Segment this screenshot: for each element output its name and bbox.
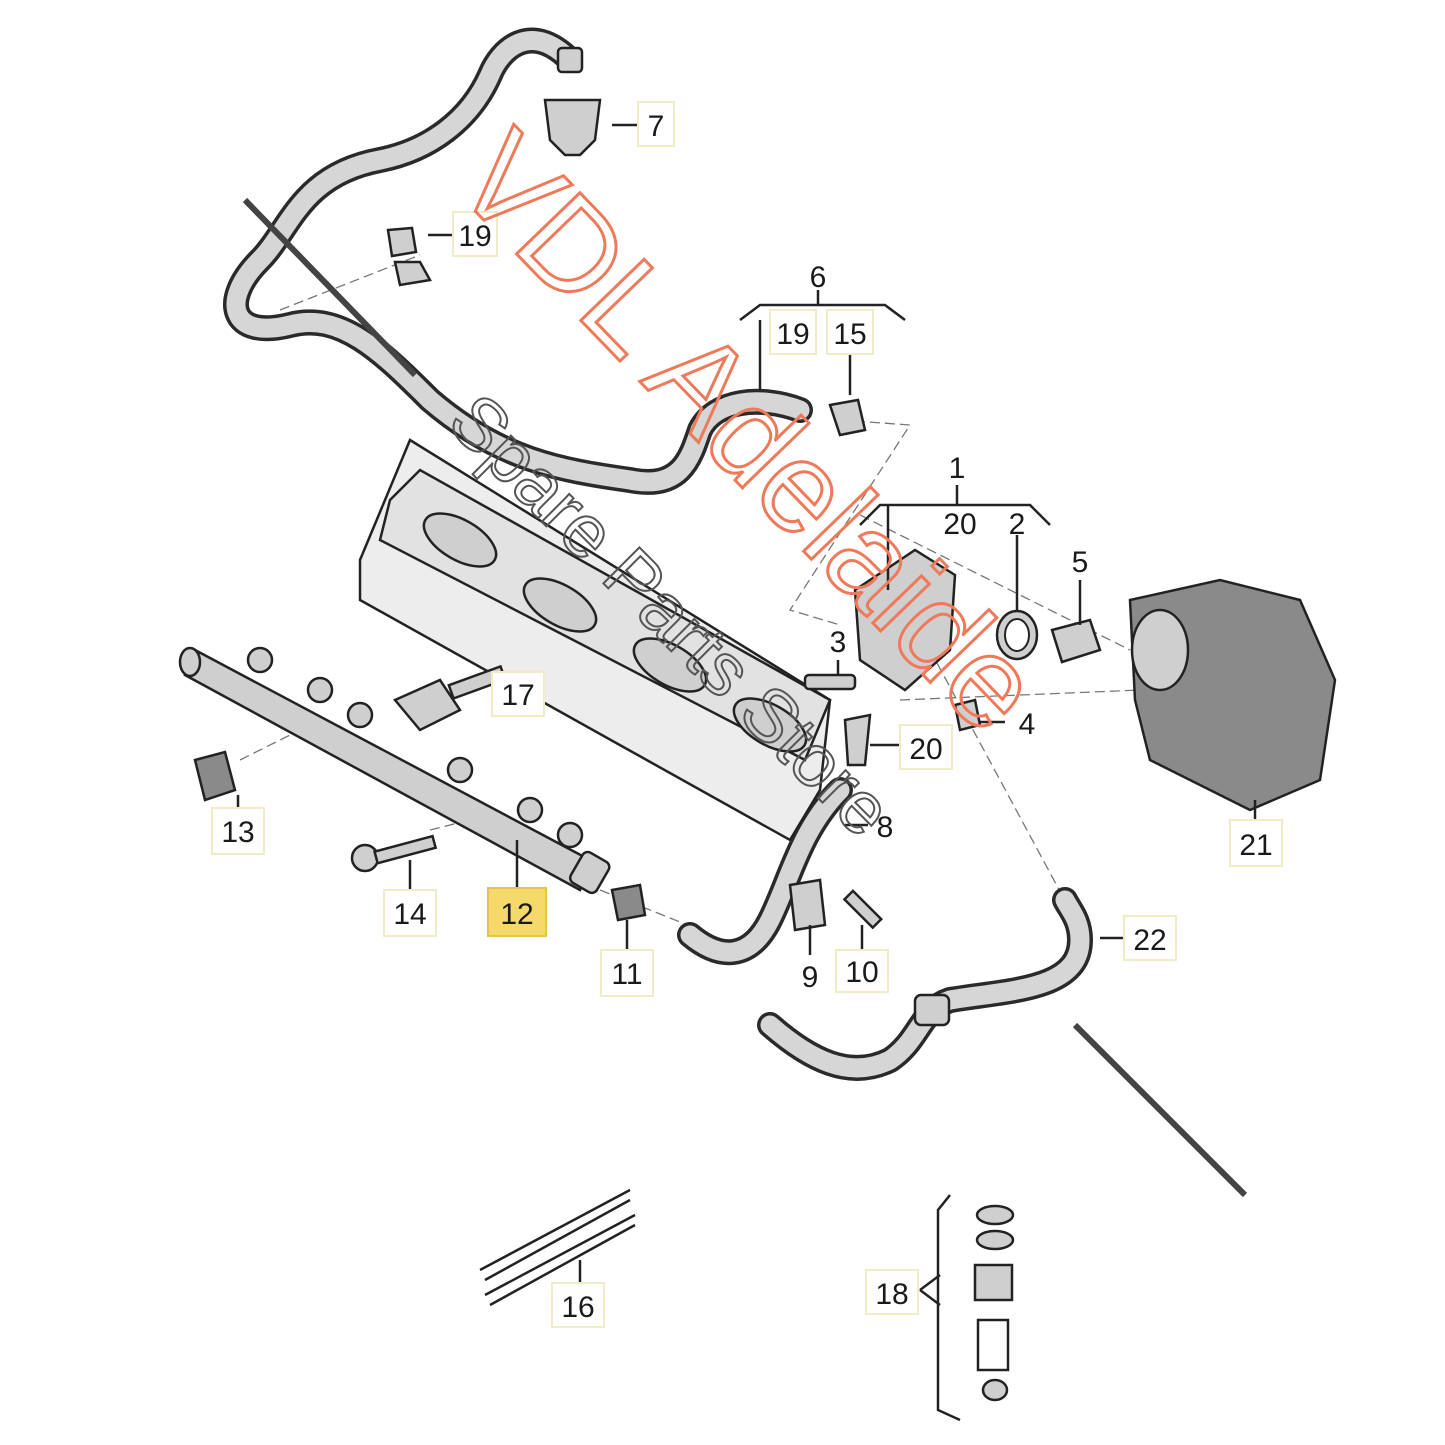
svg-text:17: 17: [501, 679, 534, 712]
svg-text:1: 1: [949, 452, 966, 485]
callout-15[interactable]: 15: [826, 309, 874, 355]
svg-text:20: 20: [943, 508, 976, 541]
callout-6[interactable]: 6: [810, 261, 827, 294]
callout-19-kit[interactable]: 19: [769, 309, 817, 355]
svg-text:19: 19: [776, 318, 809, 351]
svg-text:12: 12: [500, 898, 533, 931]
callout-8[interactable]: 8: [877, 811, 894, 844]
svg-text:14: 14: [393, 898, 426, 931]
svg-text:8: 8: [877, 811, 894, 844]
cable-ties: [479, 1188, 636, 1307]
svg-text:21: 21: [1239, 829, 1272, 862]
svg-text:18: 18: [875, 1278, 908, 1311]
cylinder-head: [358, 438, 832, 842]
svg-text:11: 11: [611, 958, 642, 991]
hose-22: [757, 887, 1093, 1081]
callout-1[interactable]: 1: [949, 452, 966, 485]
callout-20-kit[interactable]: 20: [943, 508, 976, 541]
svg-text:5: 5: [1072, 546, 1089, 579]
callout-17[interactable]: 17: [491, 671, 545, 717]
kit-18: [919, 1194, 1015, 1422]
svg-text:13: 13: [221, 816, 254, 849]
callout-3[interactable]: 3: [830, 626, 847, 659]
callout-19[interactable]: 19: [452, 211, 498, 257]
svg-text:15: 15: [833, 318, 866, 351]
callout-2[interactable]: 2: [1009, 508, 1026, 541]
svg-text:9: 9: [802, 961, 819, 994]
callout-11[interactable]: 11: [600, 949, 654, 997]
callout-18[interactable]: 18: [865, 1269, 919, 1315]
svg-text:22: 22: [1133, 924, 1166, 957]
hose-upper: [223, 27, 813, 495]
callout-7[interactable]: 7: [637, 101, 675, 147]
callout-21[interactable]: 21: [1229, 819, 1283, 867]
callout-20[interactable]: 20: [899, 724, 953, 770]
svg-text:3: 3: [830, 626, 847, 659]
svg-text:19: 19: [458, 220, 491, 253]
svg-text:7: 7: [648, 110, 665, 143]
svg-text:2: 2: [1009, 508, 1026, 541]
hose-8: [677, 777, 853, 966]
svg-text:20: 20: [909, 733, 942, 766]
callout-16[interactable]: 16: [551, 1282, 605, 1328]
callout-22[interactable]: 22: [1123, 915, 1177, 961]
fuel-rail: [178, 646, 611, 895]
callout-14[interactable]: 14: [383, 889, 437, 937]
callout-4[interactable]: 4: [1019, 708, 1036, 741]
svg-text:4: 4: [1019, 708, 1036, 741]
callout-5[interactable]: 5: [1072, 546, 1089, 579]
svg-text:6: 6: [810, 261, 827, 294]
svg-text:10: 10: [845, 956, 878, 989]
callout-12-highlighted[interactable]: 12: [487, 887, 547, 937]
callout-labels: 7 19 6 19 15 1 20 2 5 3 17 4 20 13 8 21 …: [211, 101, 1283, 1328]
svg-text:16: 16: [561, 1291, 594, 1324]
callout-13[interactable]: 13: [211, 807, 265, 855]
callout-9[interactable]: 9: [802, 961, 819, 994]
callout-10[interactable]: 10: [835, 949, 889, 993]
small-parts: [193, 46, 1337, 932]
